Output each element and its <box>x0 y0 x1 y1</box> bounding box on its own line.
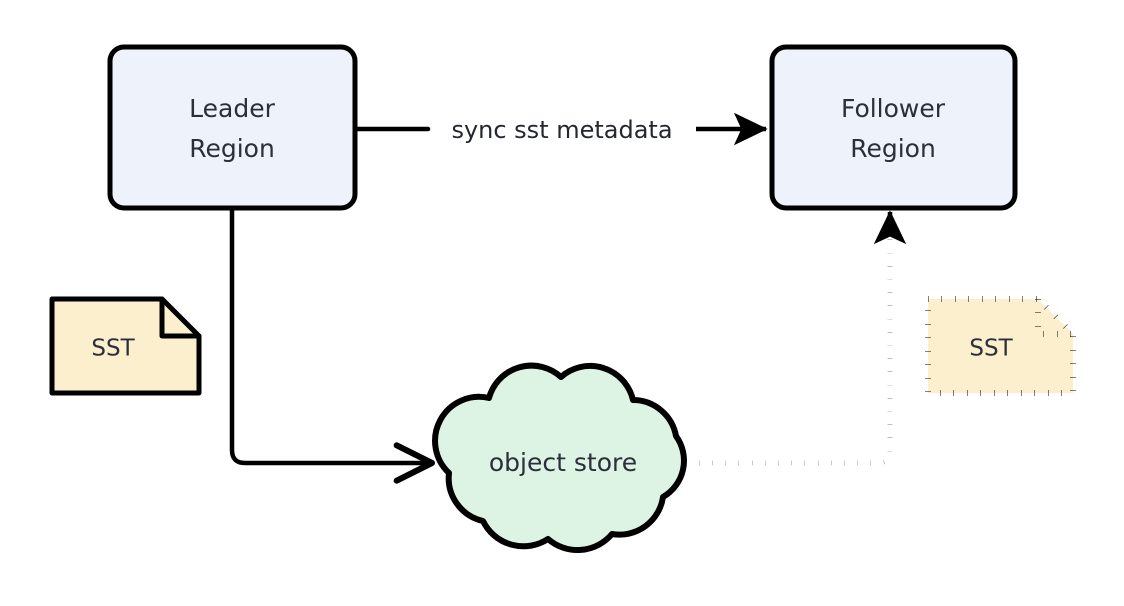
leader-region-label-line2: Region <box>189 134 275 163</box>
edge-sync-metadata-label: sync sst metadata <box>451 116 672 144</box>
follower-region-label-line1: Follower <box>841 94 946 123</box>
leader-region-label-line1: Leader <box>189 94 275 123</box>
leader-region-box[interactable] <box>107 44 358 211</box>
sst-follower-label: SST <box>969 336 1013 362</box>
sst-leader-label: SST <box>91 336 135 362</box>
node-object-store[interactable]: object store <box>432 362 687 554</box>
edge-upload-sst-line <box>229 205 436 484</box>
sst-follower-document-shape[interactable] <box>925 296 1076 396</box>
node-follower-region[interactable]: Follower Region <box>769 44 1018 211</box>
edge-sync-metadata: sync sst metadata <box>355 112 768 146</box>
node-sst-leader[interactable]: SST <box>49 296 202 396</box>
object-store-cloud-shape[interactable] <box>432 362 687 554</box>
object-store-label: object store <box>489 448 637 477</box>
node-sst-follower[interactable]: SST <box>925 296 1076 396</box>
edge-upload-sst <box>229 205 436 484</box>
edge-fetch-sst-line <box>686 222 893 466</box>
follower-region-label-line2: Region <box>850 134 936 163</box>
edge-fetch-sst <box>686 210 907 466</box>
sst-leader-fold-icon <box>159 296 202 339</box>
node-leader-region[interactable]: Leader Region <box>107 44 358 211</box>
follower-region-box[interactable] <box>769 44 1018 211</box>
